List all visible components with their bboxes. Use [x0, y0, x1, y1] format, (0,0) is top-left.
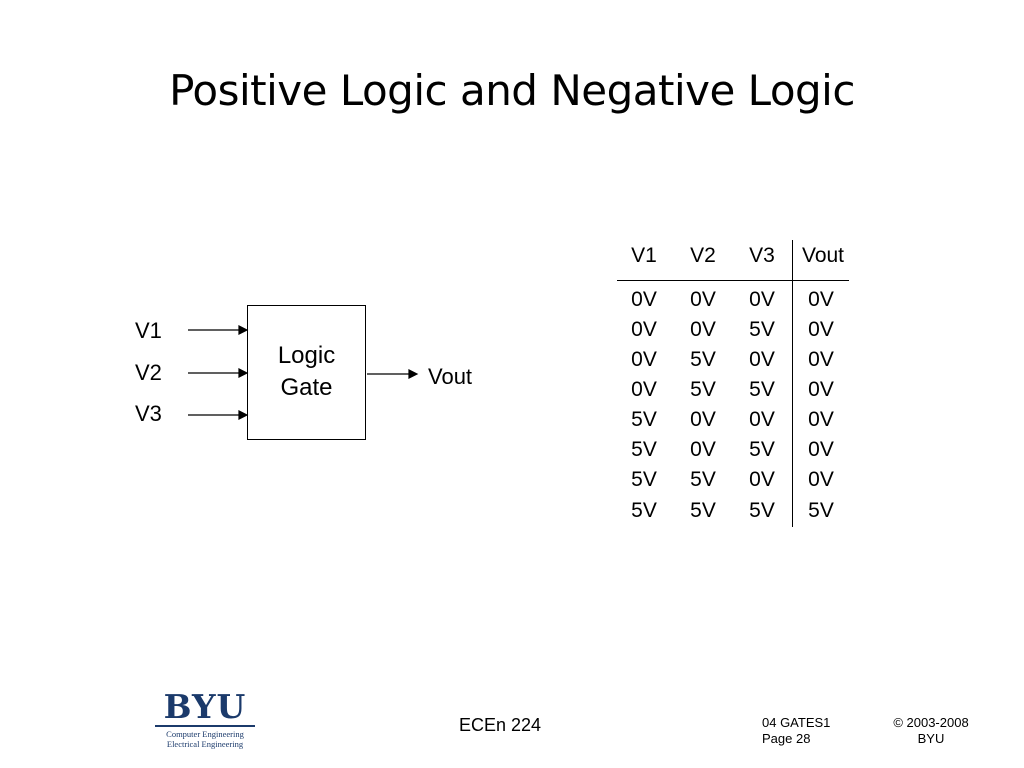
- footer-copyright: © 2003-2008 BYU: [886, 715, 976, 747]
- table-cell: 0V: [808, 438, 834, 461]
- table-cell: 0V: [808, 408, 834, 431]
- table-header-v1: V1: [631, 244, 657, 267]
- logic-gate-label: Logic Gate: [247, 340, 366, 404]
- table-cell: 0V: [749, 348, 775, 371]
- table-cell: 5V: [749, 318, 775, 341]
- table-cell: 5V: [749, 499, 775, 522]
- table-cell: 5V: [690, 499, 716, 522]
- table-cell: 5V: [690, 378, 716, 401]
- table-cell: 0V: [808, 318, 834, 341]
- output-arrow: [408, 369, 419, 379]
- input-arrow-v1: [238, 325, 249, 335]
- byu-logo-rule: [155, 725, 255, 727]
- table-cell: 0V: [749, 288, 775, 311]
- table-cell: 0V: [749, 468, 775, 491]
- footer-copyright-org: BYU: [917, 731, 945, 746]
- logic-gate-label-line2: Gate: [280, 374, 333, 401]
- table-cell: 0V: [808, 348, 834, 371]
- table-cell: 0V: [631, 318, 657, 341]
- logic-gate-label-line1: Logic: [277, 342, 336, 369]
- table-cell: 0V: [690, 318, 716, 341]
- output-column-rule: [792, 240, 793, 527]
- footer-page-number: Page 28: [762, 731, 811, 746]
- table-cell: 0V: [690, 408, 716, 431]
- table-cell: 5V: [808, 499, 834, 522]
- table-cell: 0V: [690, 438, 716, 461]
- input-label-v1: V1: [135, 318, 162, 343]
- table-cell: 0V: [690, 288, 716, 311]
- table-cell: 5V: [690, 468, 716, 491]
- table-cell: 5V: [749, 438, 775, 461]
- table-header-v3: V3: [749, 244, 775, 267]
- table-cell: 0V: [808, 378, 834, 401]
- table-header-vout: Vout: [801, 244, 845, 267]
- footer-copyright-years: © 2003-2008: [893, 715, 969, 730]
- table-header-v2: V2: [690, 244, 716, 267]
- input-arrow-v3: [238, 410, 249, 420]
- byu-logo: BYU Computer Engineering Electrical Engi…: [155, 690, 255, 749]
- table-cell: 0V: [749, 408, 775, 431]
- logic-gate-box: [247, 305, 366, 440]
- table-cell: 5V: [690, 348, 716, 371]
- table-cell: 0V: [631, 378, 657, 401]
- header-rule: [617, 280, 849, 281]
- table-cell: 0V: [631, 288, 657, 311]
- output-label-vout: Vout: [428, 364, 473, 389]
- input-label-v3: V3: [135, 401, 162, 426]
- input-arrow-v2: [238, 368, 249, 378]
- input-label-v2: V2: [135, 360, 162, 385]
- table-cell: 5V: [631, 468, 657, 491]
- table-cell: 5V: [631, 499, 657, 522]
- table-cell: 5V: [749, 378, 775, 401]
- byu-logo-line2: Electrical Engineering: [166, 739, 244, 749]
- table-cell: 5V: [631, 408, 657, 431]
- table-cell: 0V: [631, 348, 657, 371]
- footer-course: ECEn 224: [459, 715, 542, 735]
- byu-logo-line1: Computer Engineering: [166, 729, 244, 739]
- table-cell: 0V: [808, 288, 834, 311]
- byu-logo-word: BYU: [163, 687, 247, 726]
- footer-page-info: 04 GATES1 Page 28: [762, 715, 830, 747]
- table-cell: 5V: [631, 438, 657, 461]
- table-cell: 0V: [808, 468, 834, 491]
- footer-file: 04 GATES1: [762, 715, 831, 730]
- slide-title: Positive Logic and Negative Logic: [169, 66, 855, 115]
